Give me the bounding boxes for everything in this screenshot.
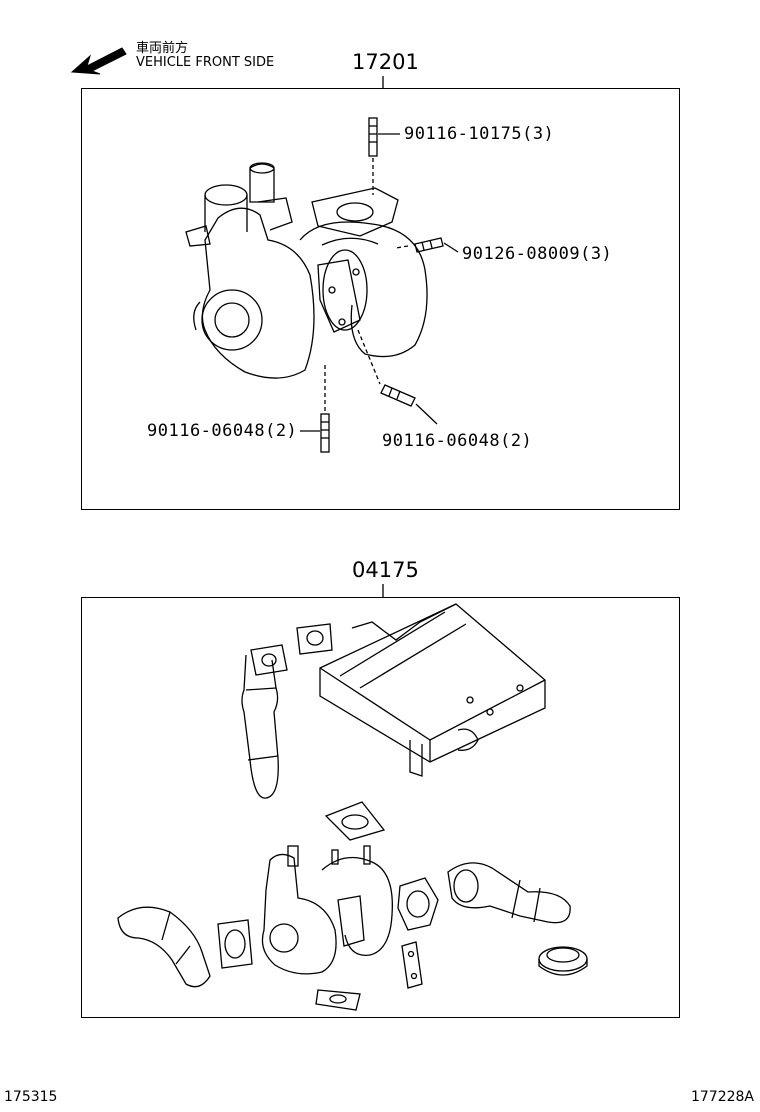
assembly-part-number: 17201 [352, 50, 419, 74]
orientation-en-label: VEHICLE FRONT SIDE [136, 55, 275, 70]
footer-right-code: 177228A [690, 1089, 754, 1105]
assembly-part-number: 04175 [352, 558, 419, 582]
callout-label: 90116-06048(2) [382, 431, 533, 451]
footer-left-code: 175315 [4, 1089, 58, 1105]
callout-label: 90116-06048(2) [147, 421, 298, 441]
assembly-frame-top [81, 88, 680, 510]
callout-label: 90126-08009(3) [462, 244, 613, 264]
assembly-frame-bottom [81, 597, 680, 1018]
callout-label: 90116-10175(3) [404, 124, 555, 144]
orientation-jp-label: 車両前方 [136, 41, 189, 56]
arrow-up-left-icon [70, 47, 127, 75]
